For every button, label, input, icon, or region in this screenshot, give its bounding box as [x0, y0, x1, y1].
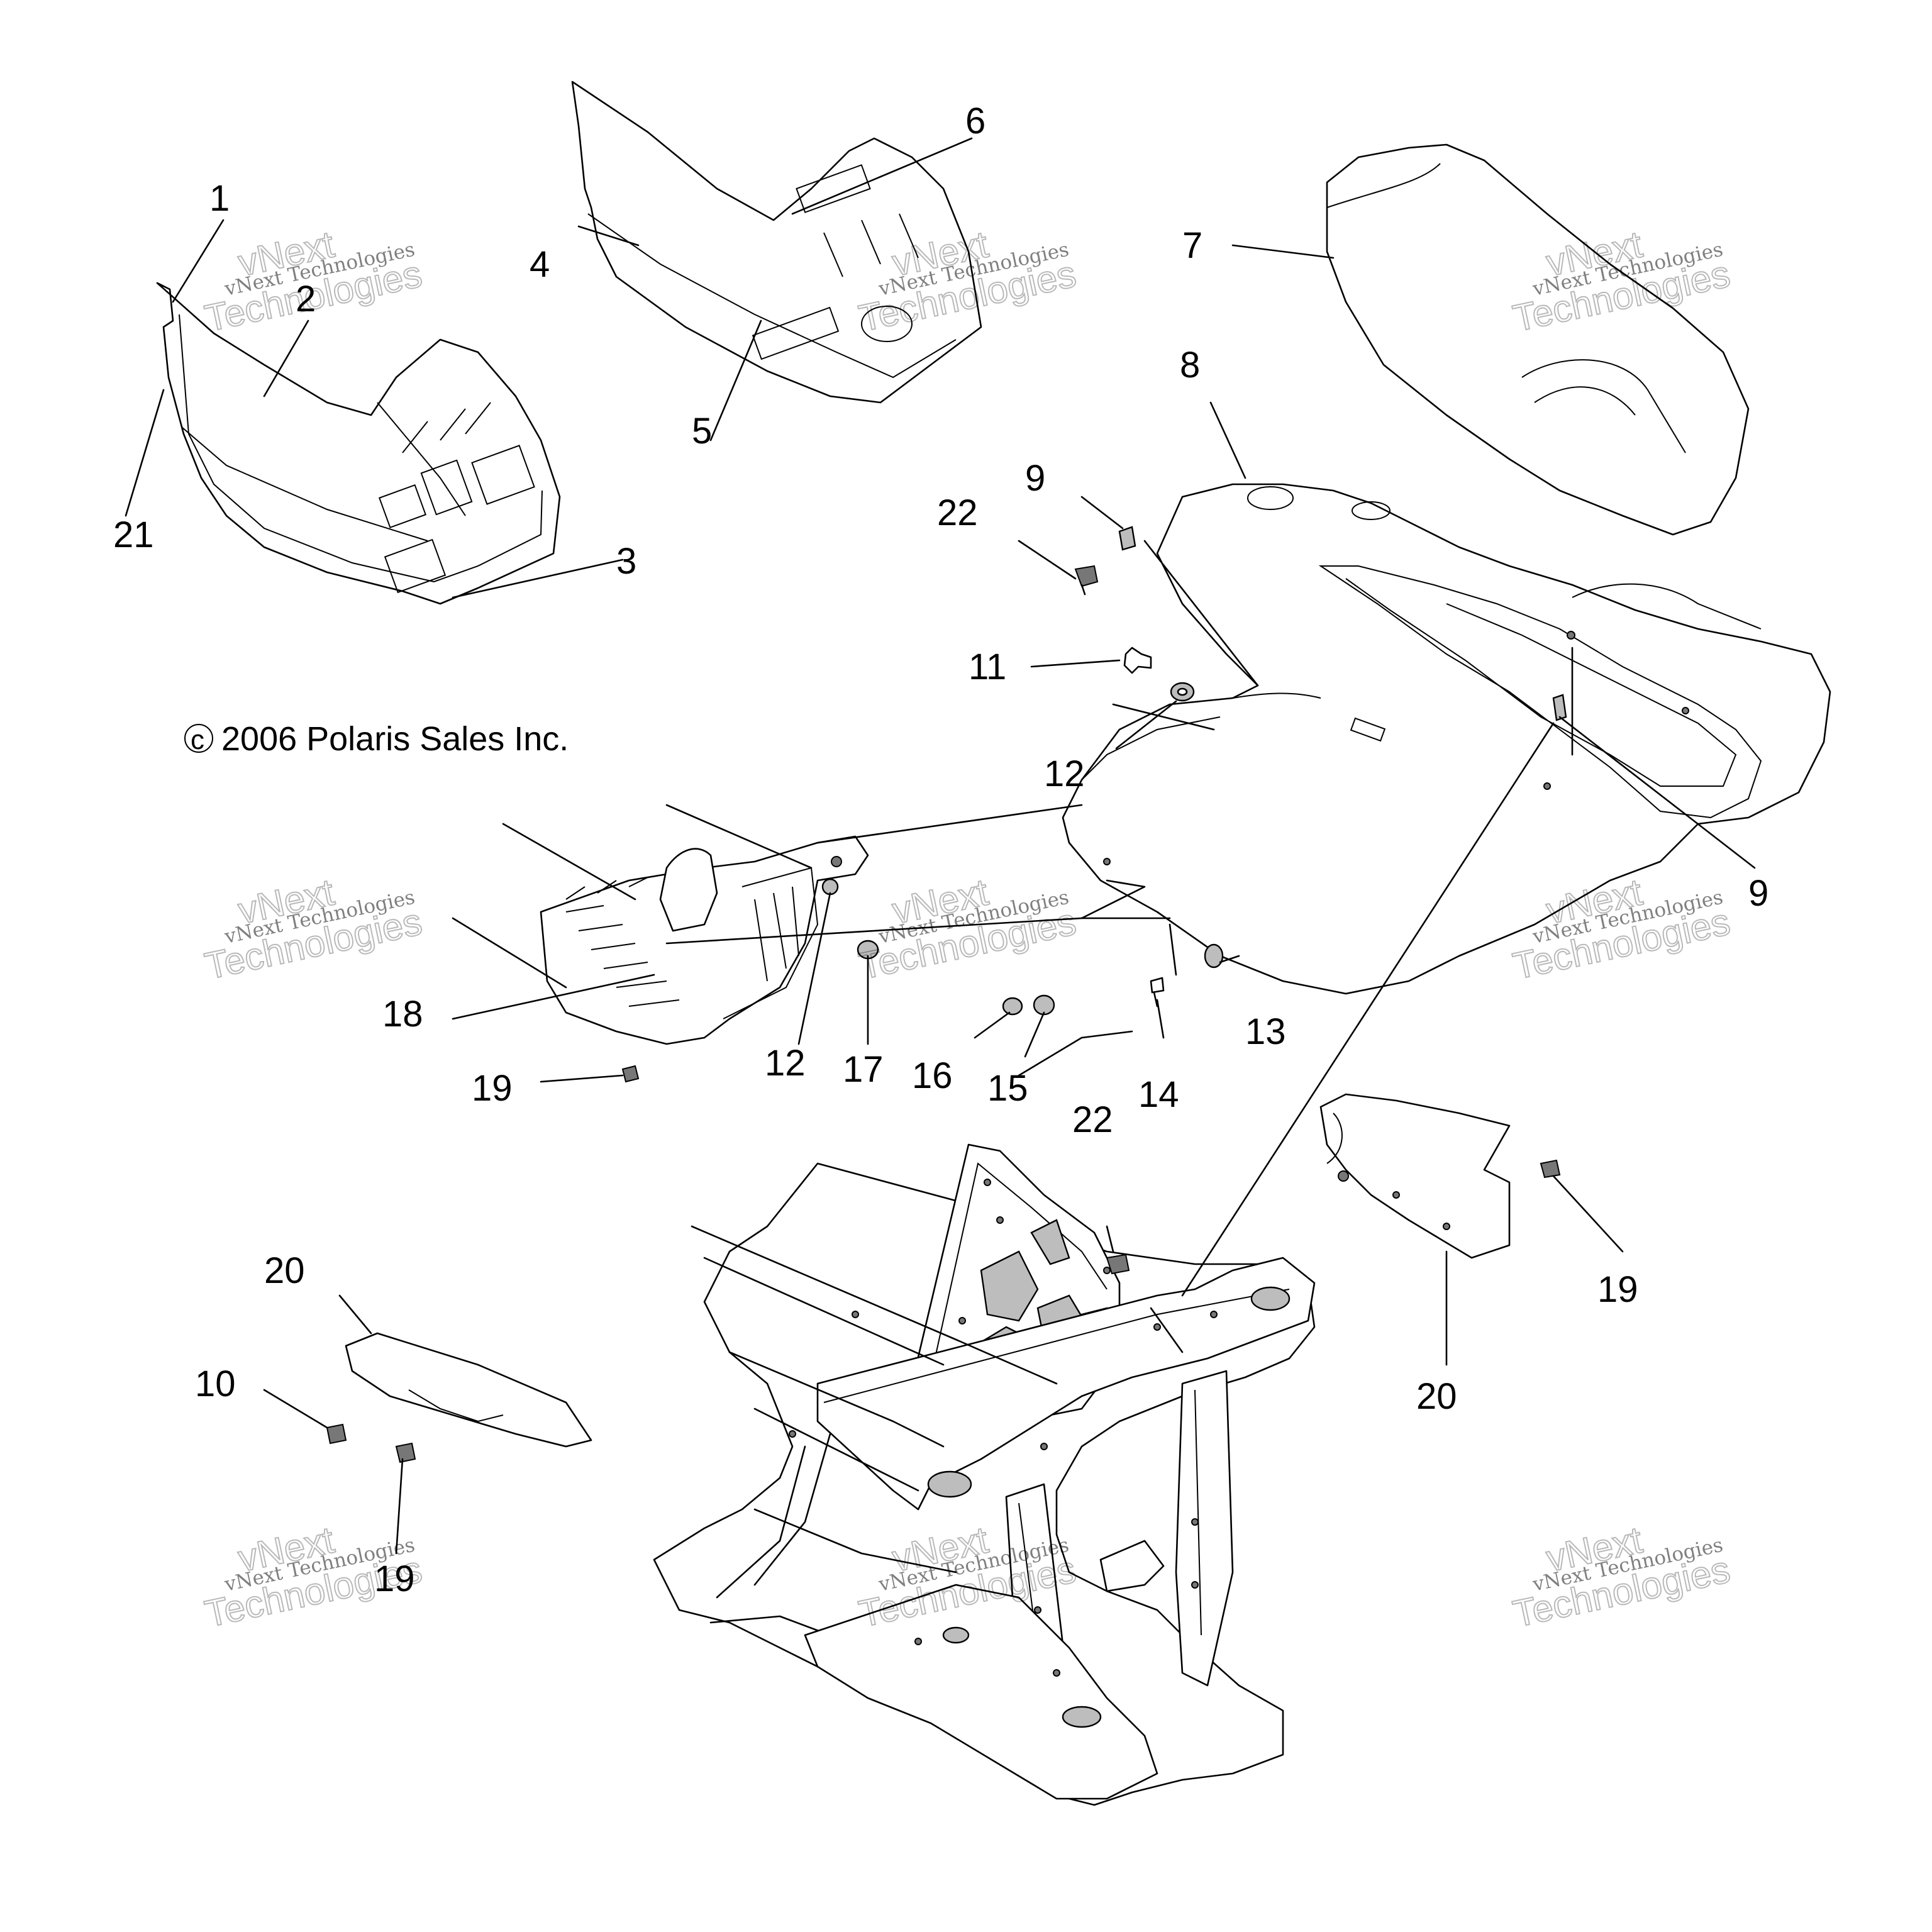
watermark-5: vNext vNext Technologies Technologies: [855, 870, 1080, 988]
watermark-4: vNext vNext Technologies Technologies: [201, 870, 426, 988]
bolt-11: [1123, 647, 1152, 674]
fastener-22-upper: [1074, 565, 1099, 596]
rear-fender: [1062, 483, 1831, 995]
watermark-9: vNext vNext Technologies Technologies: [1509, 1518, 1735, 1636]
footwell-panel-right: [571, 80, 982, 404]
callout-7: 7: [1182, 225, 1202, 266]
callout-15: 15: [987, 1068, 1028, 1109]
clip-9-right: [1552, 694, 1567, 721]
callout-18: 18: [382, 994, 423, 1035]
callout-4: 4: [530, 244, 550, 285]
callout-2: 2: [296, 279, 316, 319]
callout-3: 3: [616, 541, 636, 582]
nut-15: [1033, 994, 1055, 1016]
clip-9-upper: [1118, 526, 1136, 551]
fastener-19-left: [395, 1442, 416, 1463]
callout-9-right: 9: [1748, 873, 1768, 914]
hardware: [326, 526, 1567, 1463]
callout-20-right: 20: [1416, 1376, 1457, 1417]
frame: [653, 1143, 1316, 1806]
footwell-panel-left: [156, 282, 561, 605]
watermark-1: vNext vNext Technologies Technologies: [201, 223, 426, 340]
callout-8: 8: [1180, 345, 1200, 386]
watermark-7: vNext vNext Technologies Technologies: [201, 1518, 426, 1636]
copyright: c 2006 Polaris Sales Inc.: [184, 720, 569, 758]
washer-12-lower: [821, 878, 839, 896]
callout-13: 13: [1245, 1011, 1286, 1052]
callout-19-right: 19: [1597, 1269, 1638, 1310]
callout-22-upper: 22: [937, 492, 978, 533]
callout-19-left: 19: [374, 1558, 415, 1599]
fastener-10: [326, 1423, 347, 1445]
callout-20-left: 20: [264, 1250, 305, 1291]
callout-12-upper: 12: [1044, 753, 1085, 794]
callout-16: 16: [912, 1055, 953, 1096]
fastener-19-mid: [621, 1065, 640, 1083]
washer-16: [1002, 997, 1023, 1016]
copyright-symbol: c: [191, 724, 204, 755]
washer-12-upper: [1170, 682, 1195, 702]
callout-21: 21: [113, 514, 154, 555]
side-guard-left: [345, 1332, 592, 1448]
washer-13: [1204, 943, 1224, 969]
callout-17: 17: [843, 1049, 884, 1090]
callout-1: 1: [209, 178, 230, 219]
leader-lines: [125, 137, 1756, 1555]
callout-numbers: 1 2 3 4 5 6 7 8 9 9 10 11 12 12 13 14 15…: [113, 101, 1768, 1599]
callout-10: 10: [195, 1363, 236, 1404]
fastener-19-right: [1540, 1159, 1561, 1179]
pin-14: [1150, 977, 1165, 1008]
callout-9-upper: 9: [1025, 458, 1045, 499]
callout-22-lower: 22: [1072, 1099, 1113, 1140]
callout-6: 6: [965, 101, 985, 142]
callout-14: 14: [1138, 1074, 1179, 1115]
callout-19-mid: 19: [472, 1068, 513, 1109]
callout-5: 5: [692, 411, 712, 452]
side-guard-right: [1319, 1093, 1511, 1259]
copyright-circle: [184, 724, 213, 753]
callout-11: 11: [969, 647, 1006, 687]
seat: [1326, 143, 1750, 536]
callout-12-lower: 12: [765, 1043, 806, 1084]
footrest: [540, 835, 869, 1045]
fastener-22-lower: [1106, 1253, 1130, 1275]
copyright-text: 2006 Polaris Sales Inc.: [221, 720, 569, 758]
